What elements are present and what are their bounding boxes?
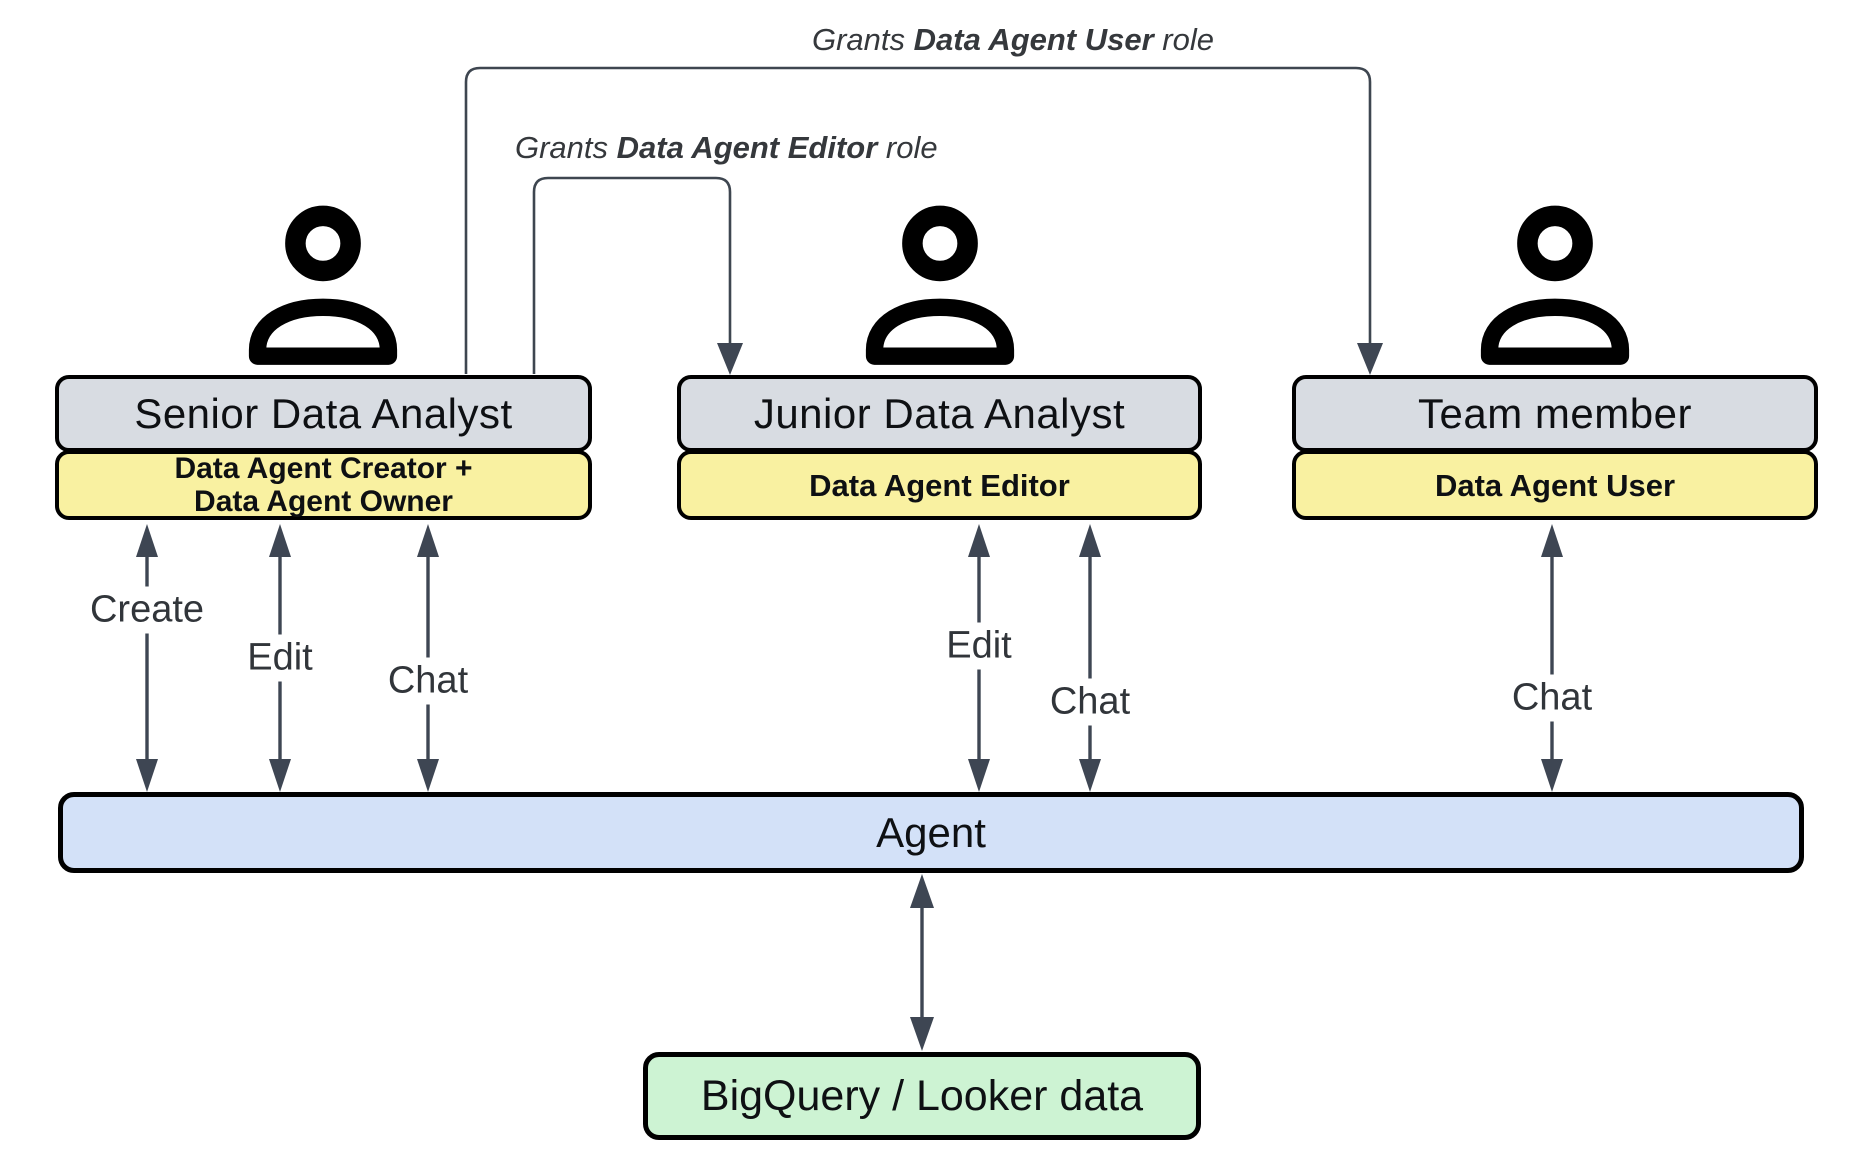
- team-member-box: Team member: [1292, 375, 1818, 452]
- grants-user-arrowhead-icon: [1357, 343, 1383, 375]
- grants-editor-connector: [532, 176, 732, 374]
- chat-arrow-team: [1541, 524, 1563, 792]
- person-icon-senior: [248, 205, 398, 365]
- person-icon-junior: [865, 205, 1015, 365]
- senior-permission-line-1: Data Agent Creator +: [174, 452, 473, 485]
- edit-label-senior: Edit: [239, 634, 321, 682]
- grants-editor-arrowhead-icon: [717, 343, 743, 375]
- grants-user-suffix: role: [1153, 22, 1214, 57]
- senior-permission-box: Data Agent Creator + Data Agent Owner: [55, 450, 592, 520]
- create-label: Create: [81, 586, 213, 634]
- junior-permission-line-1: Data Agent Editor: [809, 467, 1070, 503]
- chat-label-team: Chat: [1503, 674, 1601, 722]
- create-arrow: [136, 524, 158, 792]
- edit-label-junior: Edit: [938, 622, 1020, 670]
- datasource-box: BigQuery / Looker data: [643, 1052, 1201, 1140]
- grants-user-prefix: Grants: [812, 22, 914, 57]
- junior-permission-box: Data Agent Editor: [677, 450, 1202, 520]
- agent-data-arrow: [910, 874, 934, 1051]
- agent-bar: Agent: [58, 792, 1804, 873]
- senior-data-analyst-title: Senior Data Analyst: [134, 389, 513, 437]
- grants-editor-prefix: Grants: [515, 130, 617, 165]
- grants-user-role-label: Grants Data Agent User role: [812, 22, 1214, 58]
- senior-permission-line-2: Data Agent Owner: [194, 485, 453, 518]
- senior-data-analyst-box: Senior Data Analyst: [55, 375, 592, 452]
- grants-user-role-name: Data Agent User: [913, 22, 1154, 57]
- chat-label-junior: Chat: [1041, 678, 1139, 726]
- datasource-label: BigQuery / Looker data: [700, 1071, 1144, 1120]
- person-icon-team: [1480, 205, 1630, 365]
- junior-data-analyst-box: Junior Data Analyst: [677, 375, 1202, 452]
- agent-bar-label: Agent: [876, 808, 986, 856]
- grants-editor-suffix: role: [877, 130, 938, 165]
- chat-label-senior: Chat: [379, 657, 477, 705]
- grants-editor-role-name: Data Agent Editor: [616, 130, 878, 165]
- chat-arrow-junior: [1079, 524, 1101, 792]
- team-permission-line-1: Data Agent User: [1434, 467, 1676, 503]
- team-permission-box: Data Agent User: [1292, 450, 1818, 520]
- grants-editor-role-label: Grants Data Agent Editor role: [515, 130, 938, 166]
- junior-data-analyst-title: Junior Data Analyst: [753, 389, 1126, 437]
- team-member-title: Team member: [1418, 389, 1692, 437]
